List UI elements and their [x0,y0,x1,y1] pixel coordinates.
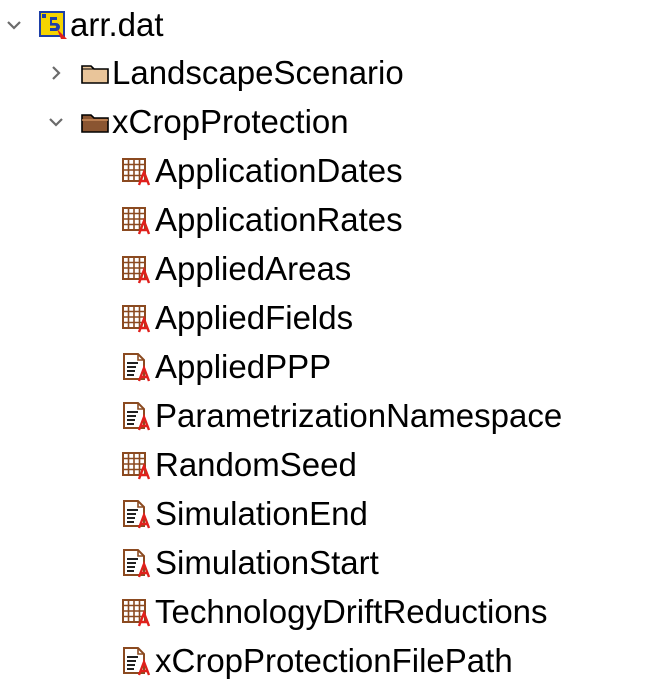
tree-node-label: TechnologyDriftReductions [155,592,548,630]
tree-node-label: AppliedFields [155,298,354,336]
tree-node-dataset[interactable]: SimulationStart [118,538,379,587]
dataset-grid-icon [118,252,152,286]
tree-node-group-landscapescenario[interactable]: LandscapeScenario [44,48,404,97]
tree-node-label: ApplicationRates [155,200,403,238]
tree-node-label: SimulationEnd [155,494,368,532]
dataset-text-icon [118,399,152,433]
tree-node-label: ParametrizationNamespace [155,396,563,434]
tree-node-label: ApplicationDates [155,151,403,189]
chevron-down-icon[interactable] [44,110,68,134]
dataset-grid-icon [118,154,152,188]
dataset-grid-icon [118,595,152,629]
tree-node-label: AppliedAreas [155,249,352,287]
tree-node-dataset[interactable]: RandomSeed [118,440,357,489]
dataset-grid-icon [118,301,152,335]
tree-node-label: xCropProtection [112,102,349,140]
tree-node-dataset[interactable]: SimulationEnd [118,489,368,538]
tree-node-label: arr.dat [70,5,164,43]
chevron-right-icon[interactable] [44,61,68,85]
tree-node-label: AppliedPPP [155,347,332,385]
tree-node-root[interactable]: arr.dat [2,0,164,49]
dataset-grid-icon [118,448,152,482]
tree-node-dataset[interactable]: AppliedFields [118,293,353,342]
dataset-grid-icon [118,203,152,237]
dataset-text-icon [118,350,152,384]
tree-node-dataset[interactable]: AppliedPPP [118,342,331,391]
hdf5-file-icon [36,8,70,42]
tree-node-label: RandomSeed [155,445,357,483]
tree-node-dataset[interactable]: ApplicationDates [118,146,403,195]
tree-node-group-xcropprotection[interactable]: xCropProtection [44,97,349,146]
dataset-text-icon [118,546,152,580]
tree-node-dataset[interactable]: ApplicationRates [118,195,403,244]
tree-node-label: LandscapeScenario [112,53,404,91]
dataset-text-icon [118,497,152,531]
folder-open-icon [78,105,112,139]
tree-node-dataset[interactable]: ParametrizationNamespace [118,391,562,440]
tree-node-label: SimulationStart [155,543,379,581]
chevron-down-icon[interactable] [2,13,26,37]
tree-node-dataset[interactable]: TechnologyDriftReductions [118,587,548,636]
dataset-text-icon [118,644,152,678]
folder-closed-icon [78,56,112,90]
tree-node-label: xCropProtectionFilePath [155,641,513,679]
tree-node-dataset[interactable]: xCropProtectionFilePath [118,636,513,685]
tree-node-dataset[interactable]: AppliedAreas [118,244,351,293]
